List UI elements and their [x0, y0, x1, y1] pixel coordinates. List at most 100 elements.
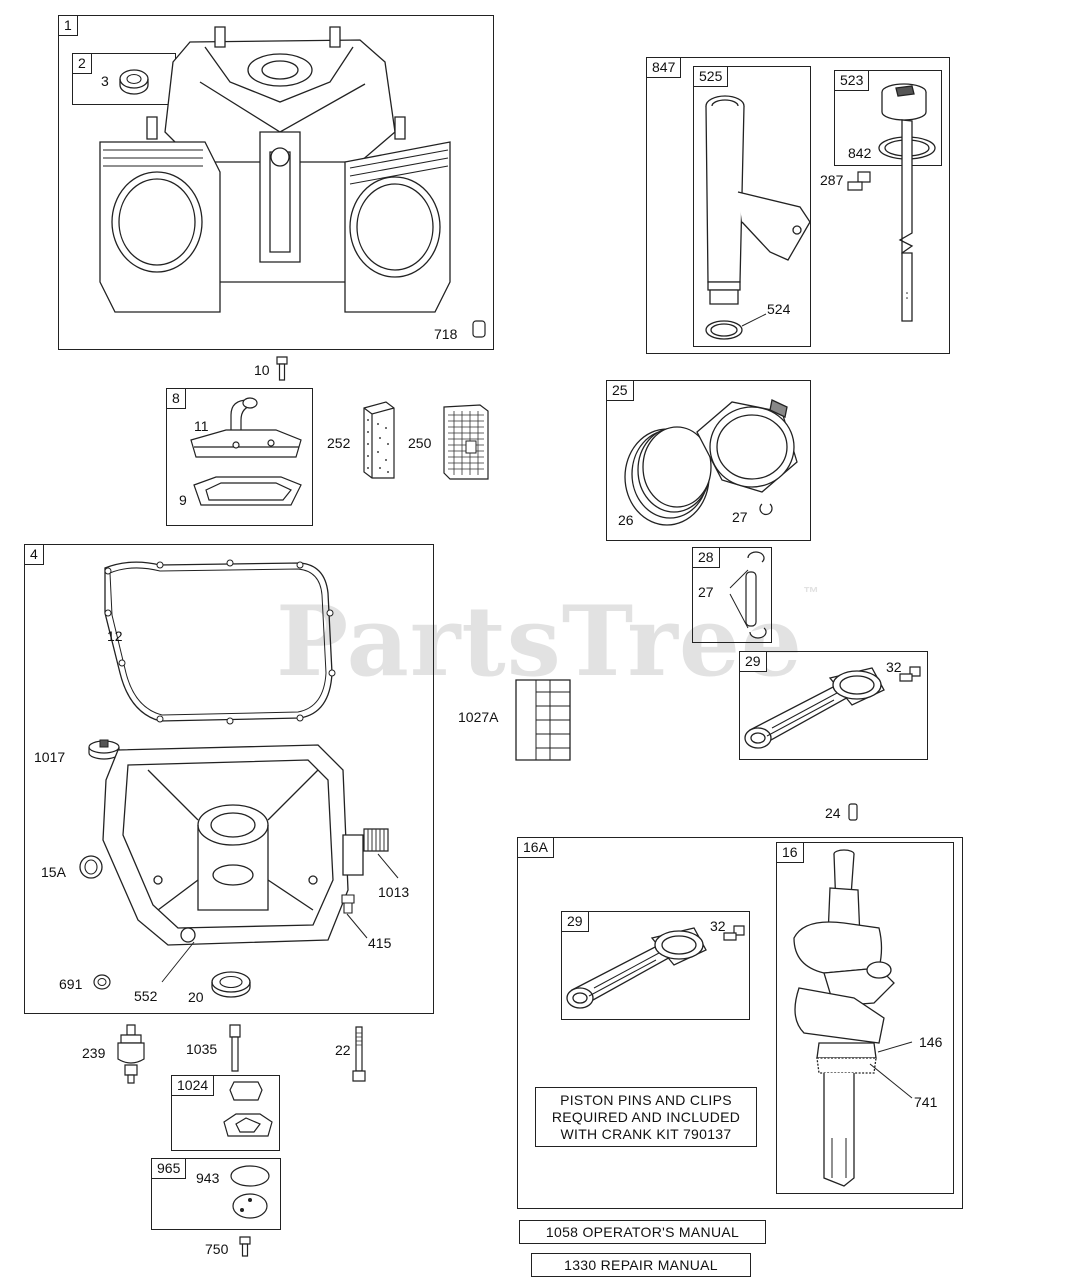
parts-tree-watermark: PartsTree™ — [276, 585, 820, 698]
bolt-32-kit-drawing — [722, 924, 746, 946]
part-label-24[interactable]: 24 — [825, 805, 841, 821]
part-label-32-kit[interactable]: 32 — [710, 918, 726, 934]
part-label-718[interactable]: 718 — [434, 326, 458, 342]
part-label-15A[interactable]: 15A — [41, 864, 66, 880]
note-line-2: REQUIRED AND INCLUDED — [551, 1109, 741, 1125]
group-847-dipstick-assembly[interactable]: 847 — [646, 57, 950, 354]
dipstick-tube-drawing — [700, 92, 810, 342]
part-label-22[interactable]: 22 — [335, 1042, 351, 1058]
group-number: 28 — [692, 547, 720, 568]
spring-1013-drawing — [362, 827, 390, 853]
part-label-552[interactable]: 552 — [134, 988, 158, 1004]
group-number: 16 — [776, 842, 804, 863]
group-29-connecting-rod-kit[interactable]: 29 — [561, 911, 750, 1020]
part-label-287[interactable]: 287 — [820, 172, 844, 188]
note-line-3: WITH CRANK KIT 790137 — [560, 1126, 732, 1142]
part-label-750[interactable]: 750 — [205, 1241, 229, 1257]
group-number: 25 — [606, 380, 634, 401]
plug-415-drawing — [340, 893, 356, 915]
part-label-415[interactable]: 415 — [368, 935, 392, 951]
oil-pump-rotor-drawing — [220, 1078, 276, 1144]
part-label-691[interactable]: 691 — [59, 976, 83, 992]
part-label-12[interactable]: 12 — [107, 628, 123, 644]
dowel-24-drawing — [848, 803, 858, 821]
crank-kit-note: PISTON PINS AND CLIPS REQUIRED AND INCLU… — [535, 1087, 757, 1147]
oil-filter-1027A-drawing — [512, 676, 574, 764]
leader-146 — [876, 1040, 916, 1054]
part-label-252[interactable]: 252 — [327, 435, 351, 451]
dipstick-cap-drawing — [874, 78, 944, 328]
part-label-20[interactable]: 20 — [188, 989, 204, 1005]
part-label-741[interactable]: 741 — [914, 1094, 938, 1110]
group-number: 965 — [151, 1158, 187, 1179]
part-label-11[interactable]: 11 — [194, 418, 209, 434]
cylinder-block-drawing — [95, 22, 455, 322]
group-965-cover[interactable]: 965 — [151, 1158, 281, 1230]
group-8-breather[interactable]: 8 — [166, 388, 313, 526]
part-label-26[interactable]: 26 — [618, 512, 634, 528]
part-label-27-clips[interactable]: 27 — [698, 584, 714, 600]
group-number: 1 — [58, 15, 78, 36]
part-label-1017[interactable]: 1017 — [34, 749, 66, 765]
breather-assembly-drawing — [186, 395, 306, 520]
dowel-pin-718-drawing — [472, 320, 486, 338]
bolt-22-drawing — [351, 1025, 367, 1085]
part-label-1035[interactable]: 1035 — [186, 1041, 218, 1057]
group-number: 2 — [72, 53, 92, 74]
part-label-1027A[interactable]: 1027A — [458, 709, 499, 725]
screw-750-drawing — [239, 1236, 251, 1258]
group-number: 29 — [561, 911, 589, 932]
part-label-3[interactable]: 3 — [101, 73, 109, 89]
group-4-sump[interactable]: 4 — [24, 544, 434, 1014]
breather-foam-252-drawing — [360, 400, 398, 480]
group-number: 8 — [166, 388, 186, 409]
part-label-146[interactable]: 146 — [919, 1034, 943, 1050]
o-ring-943-drawing — [228, 1162, 272, 1224]
seal-20-drawing — [209, 970, 253, 998]
leader-415 — [345, 912, 375, 942]
part-label-1013[interactable]: 1013 — [378, 884, 410, 900]
part-label-250[interactable]: 250 — [408, 435, 432, 451]
group-16-crankshaft[interactable]: 16 — [776, 842, 954, 1194]
crankshaft-drawing — [784, 848, 914, 1190]
group-number: 847 — [646, 57, 682, 78]
note-line-1: PISTON PINS AND CLIPS — [560, 1092, 732, 1108]
connecting-rod-drawing-kit — [564, 920, 724, 1015]
group-1-cylinder-block[interactable]: 1 — [58, 15, 494, 350]
bolt-32-top-drawing — [898, 665, 922, 687]
part-label-9[interactable]: 9 — [179, 492, 187, 508]
part-label-239[interactable]: 239 — [82, 1045, 106, 1061]
part-label-943[interactable]: 943 — [196, 1170, 220, 1186]
oil-pressure-switch-239-drawing — [116, 1023, 146, 1085]
part-label-10[interactable]: 10 — [254, 362, 270, 378]
leader-1013 — [376, 852, 406, 882]
bushing-15A-drawing — [78, 854, 104, 880]
connecting-rod-drawing-top — [742, 660, 902, 755]
bolt-10-drawing — [276, 356, 288, 382]
piston-pin-drawing — [718, 552, 772, 642]
group-29-connecting-rod[interactable]: 29 — [739, 651, 928, 760]
part-label-842[interactable]: 842 — [848, 145, 872, 161]
group-number: 4 — [24, 544, 44, 565]
leader-524 — [740, 312, 770, 330]
group-25-piston-rings[interactable]: 25 — [606, 380, 811, 541]
breather-screen-250-drawing — [440, 403, 492, 481]
group-number: 525 — [693, 66, 729, 87]
group-525-dipstick-tube[interactable]: 525 — [693, 66, 811, 347]
part-label-32-top[interactable]: 32 — [886, 659, 902, 675]
part-label-27-rings[interactable]: 27 — [732, 509, 748, 525]
part-label-524[interactable]: 524 — [767, 301, 791, 317]
sump-drawing — [98, 740, 368, 990]
group-16A-crank-kit[interactable]: 16A — [517, 837, 963, 1209]
group-number: 29 — [739, 651, 767, 672]
group-28-piston-pin[interactable]: 28 — [692, 547, 772, 643]
gasket-12-drawing — [100, 553, 340, 733]
washer-691-drawing — [92, 973, 112, 991]
operators-manual-link[interactable]: 1058 OPERATOR'S MANUAL — [519, 1220, 766, 1244]
leader-741 — [868, 1062, 916, 1102]
screw-287-drawing — [846, 170, 872, 194]
group-1024-oil-pump[interactable]: 1024 — [171, 1075, 280, 1151]
repair-manual-link[interactable]: 1330 REPAIR MANUAL — [531, 1253, 751, 1277]
piston-drawing — [622, 392, 812, 532]
group-523-dipstick[interactable]: 523 — [834, 70, 942, 166]
